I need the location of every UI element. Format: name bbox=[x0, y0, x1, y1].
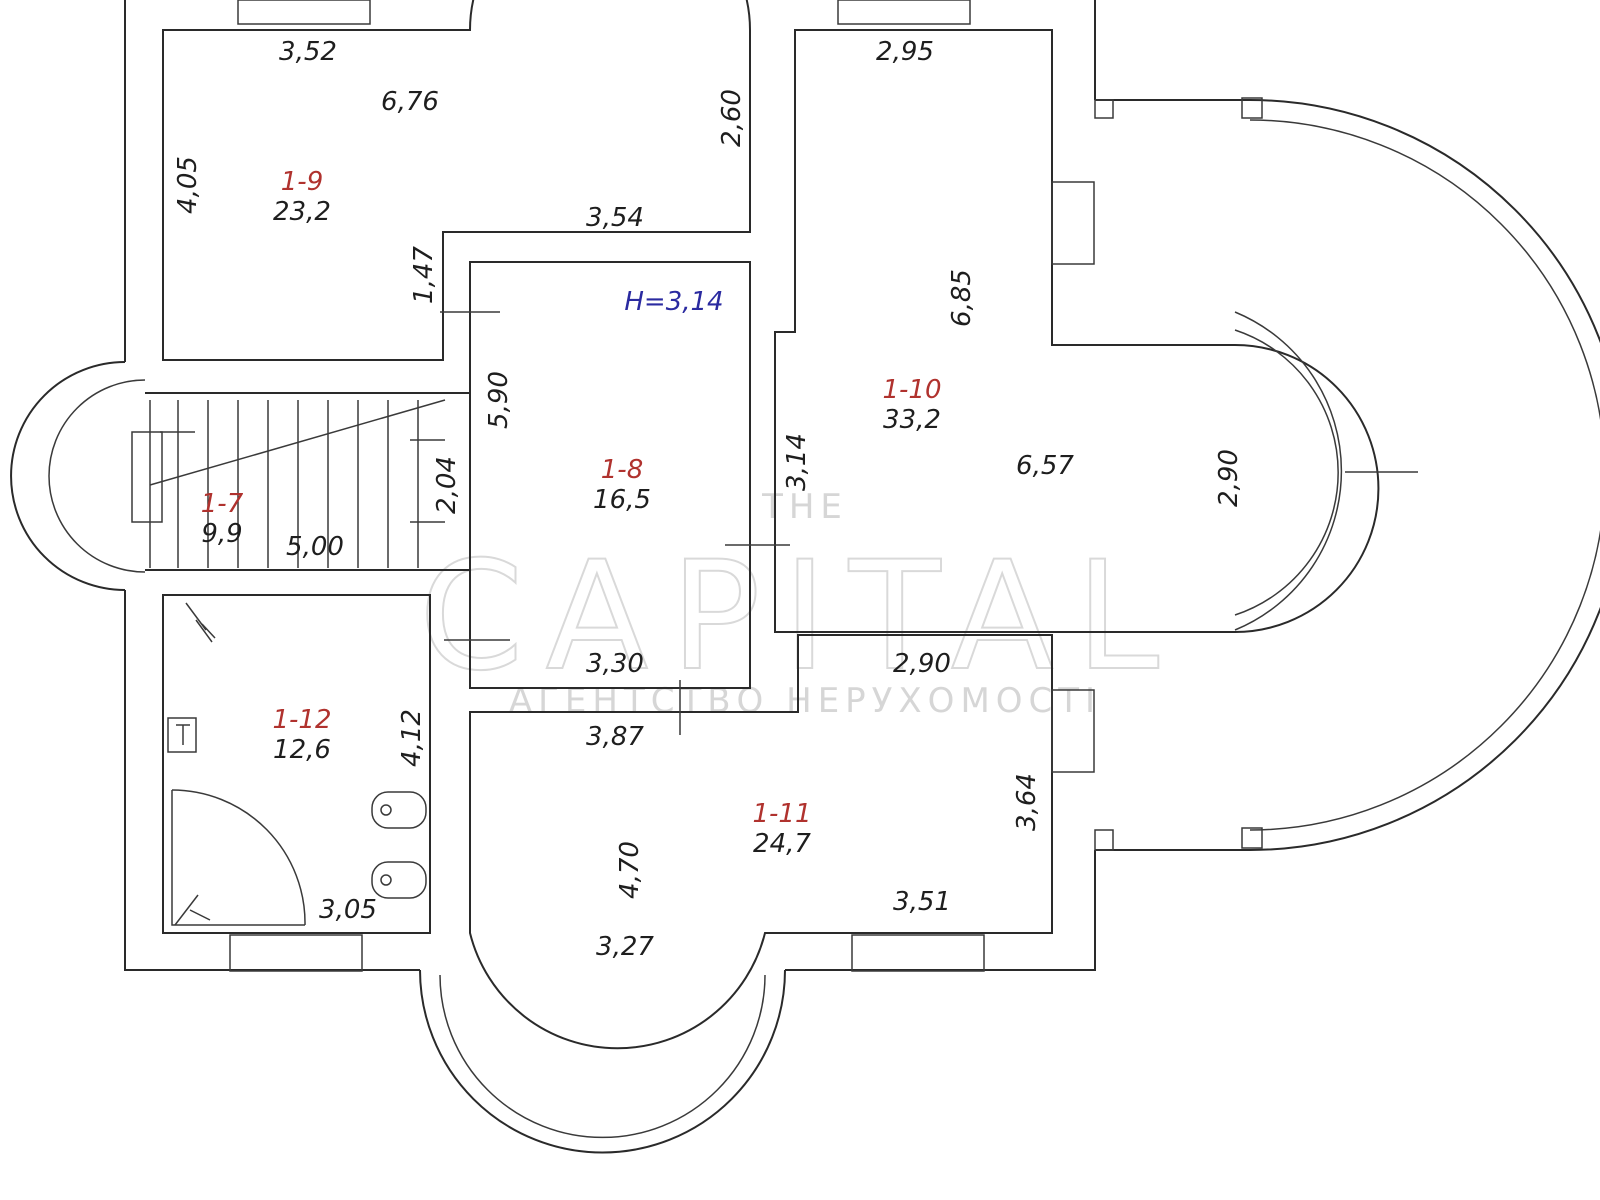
room-id-label: 1-9 bbox=[281, 167, 323, 197]
dimension-label: 3,51 bbox=[893, 887, 951, 917]
windows bbox=[229, 0, 1263, 972]
room-area-label: 23,2 bbox=[273, 197, 331, 227]
dimension-label: 2,95 bbox=[876, 37, 934, 67]
dimension-label: 3,87 bbox=[586, 722, 644, 752]
dimension-label: 3,27 bbox=[596, 932, 654, 962]
dimension-label: 5,00 bbox=[286, 532, 344, 562]
room-area-label: 9,9 bbox=[201, 519, 242, 549]
dimension-label: 2,60 bbox=[717, 89, 747, 147]
dimension-label: 4,70 bbox=[615, 841, 645, 899]
room-1-11-outline bbox=[469, 634, 1053, 1050]
room-1-9-outline bbox=[162, 0, 751, 361]
dimension-label: 1,47 bbox=[409, 246, 439, 304]
watermark-logo: CAPITAL bbox=[419, 530, 1181, 704]
ceiling-height-label: H=3,14 bbox=[624, 287, 723, 317]
room-1-12-outline bbox=[162, 594, 431, 934]
room-area-label: 16,5 bbox=[593, 485, 651, 515]
dimension-labels: 3,52 6,76 2,60 4,05 3,54 1,47 2,95 6,85 … bbox=[173, 37, 1244, 962]
exterior-walls bbox=[10, 0, 1600, 1154]
room-id-label: 1-10 bbox=[882, 375, 941, 405]
dimension-label: 3,64 bbox=[1012, 773, 1042, 831]
dimension-label: 6,85 bbox=[947, 269, 977, 327]
dimension-label: 3,30 bbox=[586, 649, 644, 679]
room-1-10-outline bbox=[774, 29, 1380, 633]
dimension-label: 4,05 bbox=[173, 156, 203, 214]
dimension-label: 2,90 bbox=[893, 649, 951, 679]
dimension-label: 2,90 bbox=[1214, 449, 1244, 507]
dimension-label: 6,57 bbox=[1016, 451, 1074, 481]
room-area-label: 24,7 bbox=[753, 829, 811, 859]
dimension-label: 6,76 bbox=[381, 87, 439, 117]
dimension-label: 4,12 bbox=[397, 709, 427, 767]
dimension-label: 3,05 bbox=[319, 895, 377, 925]
dimension-label: 3,14 bbox=[782, 433, 812, 491]
room-1-8-outline bbox=[469, 261, 751, 689]
room-area-label: 33,2 bbox=[883, 405, 941, 435]
dimension-label: 3,54 bbox=[586, 203, 644, 233]
room-id-label: 1-11 bbox=[752, 799, 811, 829]
watermark: THE CAPITAL АГЕНТСТВО НЕРУХОМОСТІ bbox=[418, 487, 1181, 721]
room-labels: 1-9 23,2 1-10 33,2 1-7 9,9 1-8 16,5 1-12… bbox=[201, 167, 942, 859]
dimension-label: 2,04 bbox=[432, 456, 462, 514]
room-id-label: 1-8 bbox=[601, 455, 643, 485]
room-id-label: 1-12 bbox=[272, 705, 331, 735]
room-area-label: 12,6 bbox=[273, 735, 331, 765]
room-id-label: 1-7 bbox=[201, 489, 244, 519]
door-markers bbox=[440, 311, 1418, 735]
dimension-label: 5,90 bbox=[484, 371, 514, 429]
dimension-label: 3,52 bbox=[279, 37, 337, 67]
